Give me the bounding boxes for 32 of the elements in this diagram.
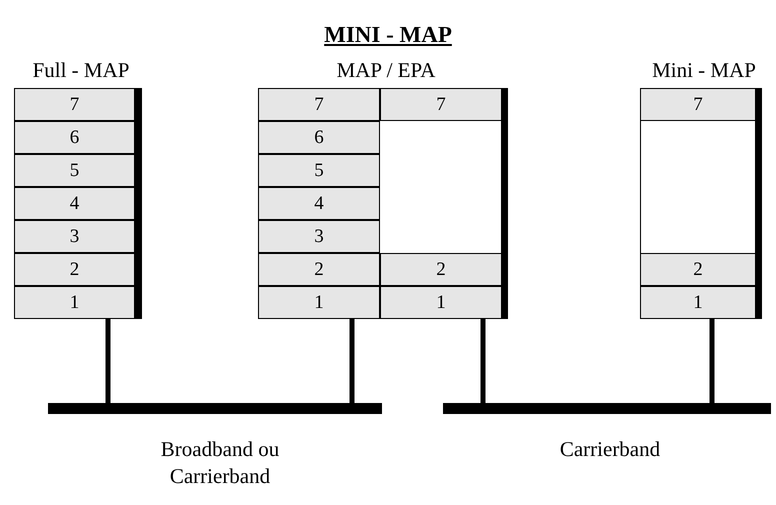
network-bus bbox=[48, 403, 382, 414]
protocol-layer: 7 bbox=[380, 88, 502, 121]
protocol-layer: 7 bbox=[640, 88, 756, 121]
connector-line bbox=[350, 319, 354, 403]
protocol-layer: 1 bbox=[258, 286, 380, 319]
connector-line bbox=[480, 319, 486, 403]
protocol-layer: 4 bbox=[14, 187, 135, 220]
stack-heading: Mini - MAP bbox=[651, 58, 757, 84]
protocol-layer: 2 bbox=[380, 253, 502, 286]
protocol-layer: 1 bbox=[380, 286, 502, 319]
bus-label: Carrierband bbox=[558, 436, 662, 463]
protocol-layer: 2 bbox=[640, 253, 756, 286]
protocol-layer: 6 bbox=[258, 121, 380, 154]
diagram-title: MINI - MAP bbox=[323, 22, 453, 48]
connector-line bbox=[710, 319, 714, 403]
protocol-layer: 7 bbox=[258, 88, 380, 121]
protocol-layer: 5 bbox=[14, 154, 135, 187]
protocol-layer: 2 bbox=[258, 253, 380, 286]
protocol-layer: 1 bbox=[640, 286, 756, 319]
bus-label: Broadband ou Carrierband bbox=[160, 436, 280, 490]
protocol-layer: 4 bbox=[258, 187, 380, 220]
stack-heading: MAP / EPA bbox=[336, 58, 436, 84]
protocol-layer: 3 bbox=[14, 220, 135, 253]
protocol-layer: 6 bbox=[14, 121, 135, 154]
protocol-layer: 2 bbox=[14, 253, 135, 286]
protocol-layer: 3 bbox=[258, 220, 380, 253]
stack-heading: Full - MAP bbox=[32, 58, 130, 84]
protocol-layer: 7 bbox=[14, 88, 135, 121]
protocol-layer: 1 bbox=[14, 286, 135, 319]
connector-line bbox=[106, 319, 110, 403]
network-bus bbox=[443, 403, 771, 414]
protocol-layer: 5 bbox=[258, 154, 380, 187]
